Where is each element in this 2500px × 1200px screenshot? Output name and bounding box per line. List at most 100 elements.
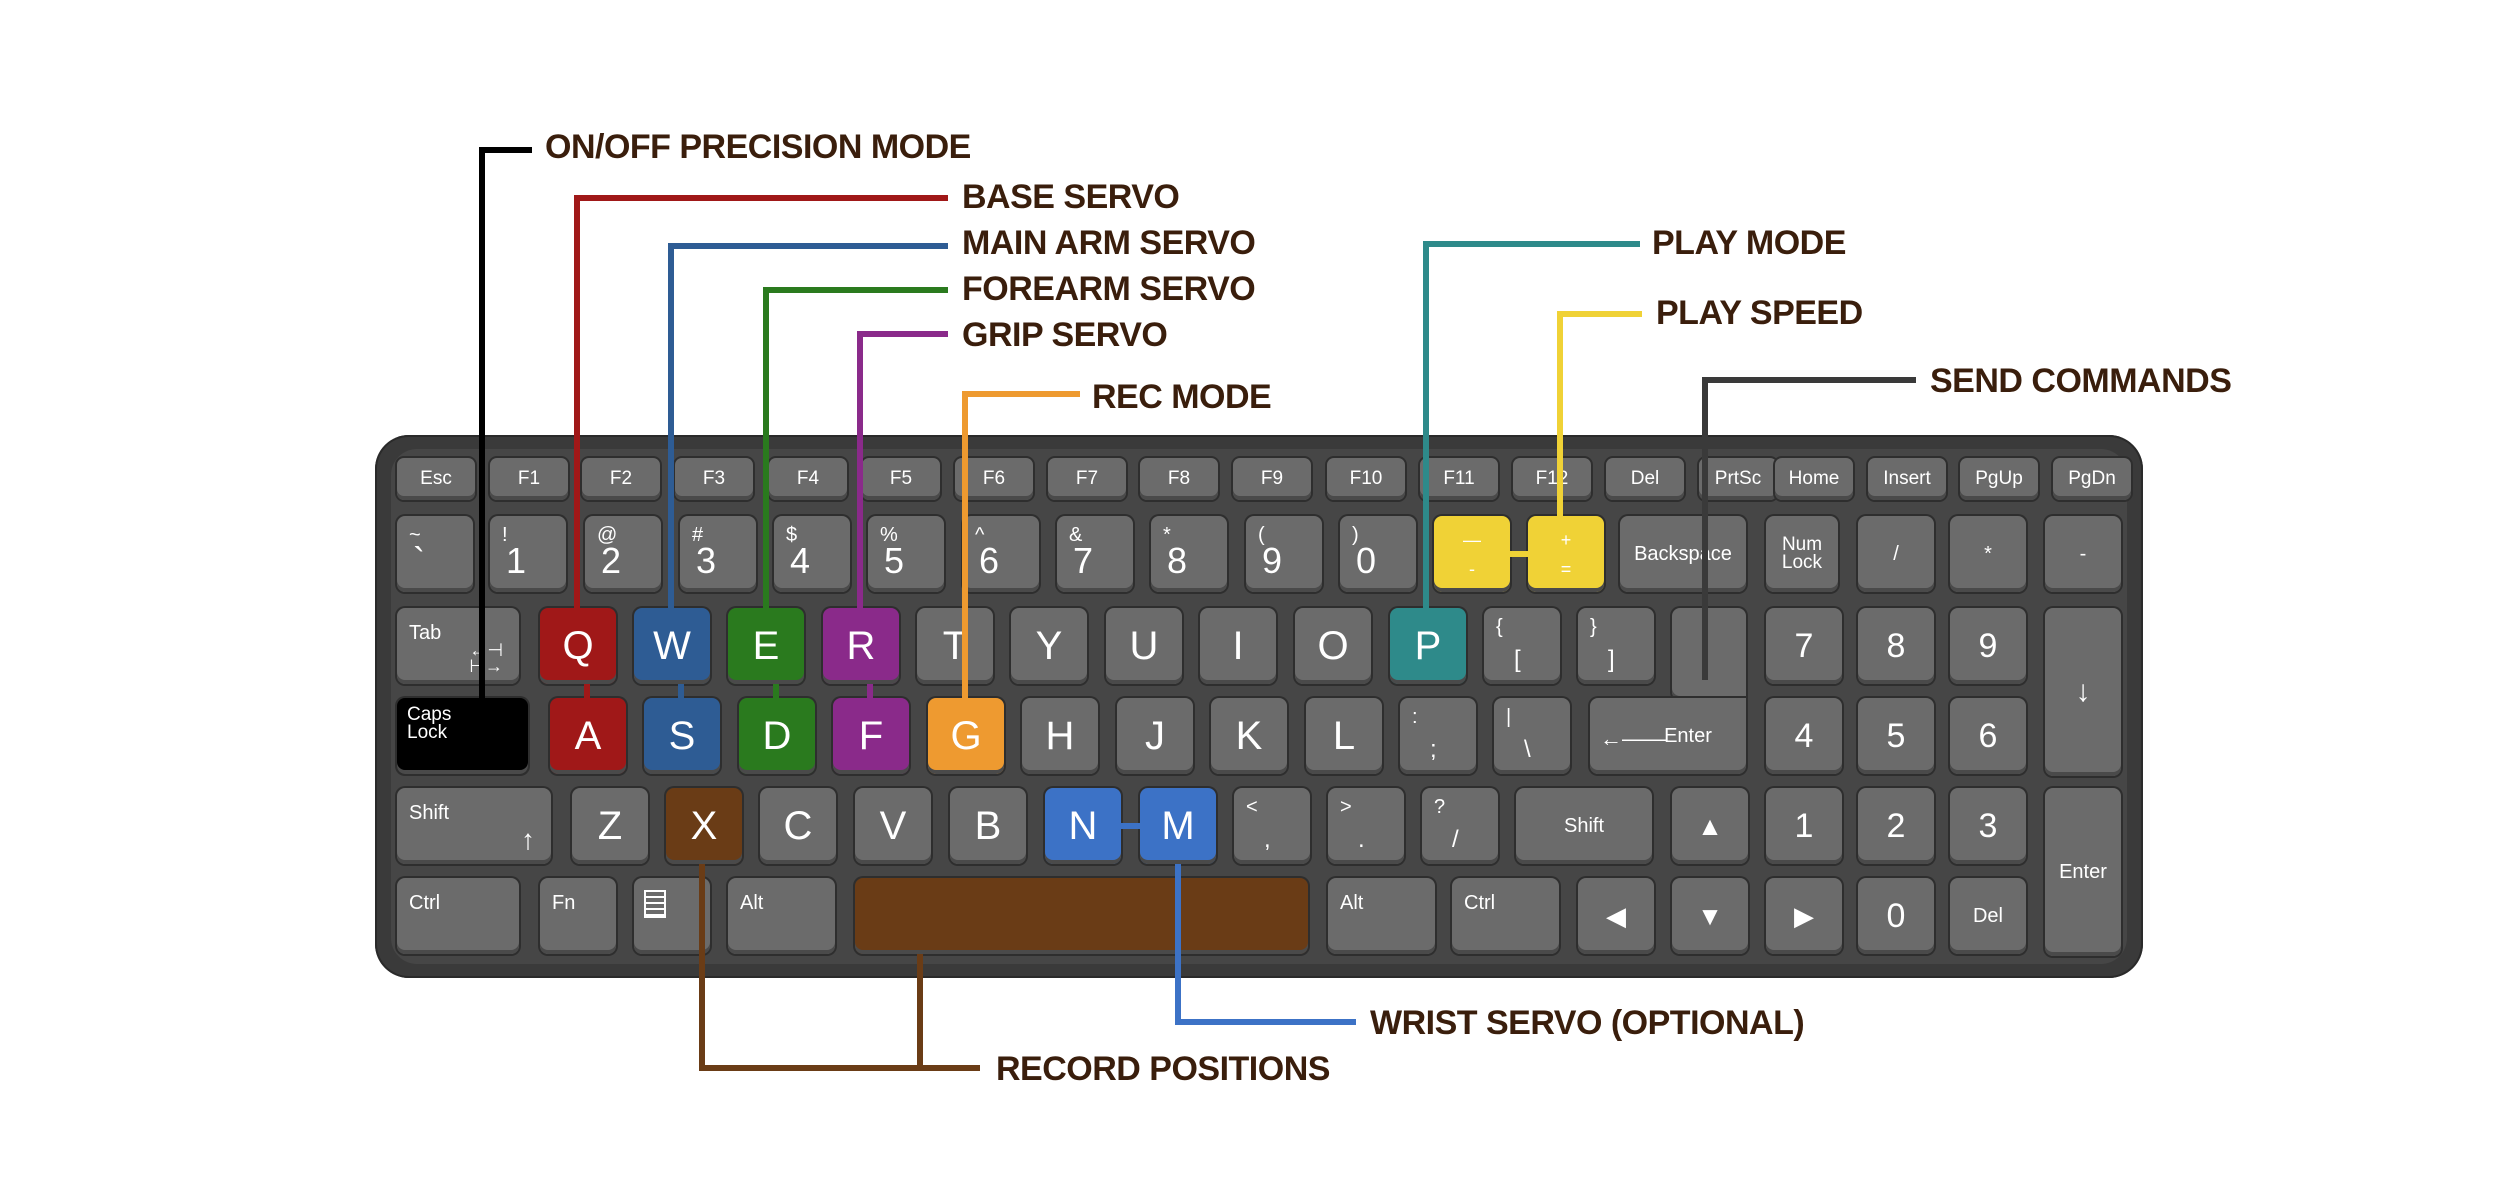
- enter-key[interactable]: [1672, 608, 1746, 700]
- key-=[interactable]: +=: [1528, 516, 1604, 592]
- key-o[interactable]: O: [1295, 608, 1371, 684]
- punct-key-z2[interactable]: ?/: [1422, 788, 1498, 864]
- numlock-key[interactable]: Num Lock: [1766, 516, 1838, 592]
- key-f[interactable]: F: [833, 698, 909, 774]
- numpad-key-2[interactable]: -: [2045, 516, 2121, 592]
- fkey-del[interactable]: Del: [1606, 458, 1684, 500]
- punct-key-z1[interactable]: >.: [1328, 788, 1404, 864]
- fn-key[interactable]: Fn: [540, 878, 616, 954]
- key-i[interactable]: I: [1200, 608, 1276, 684]
- fkey-f10[interactable]: F10: [1327, 458, 1405, 500]
- arrow-left-key[interactable]: ◀: [1578, 878, 1654, 954]
- fkey-f1[interactable]: F1: [490, 458, 568, 500]
- fkey-pgup[interactable]: PgUp: [1960, 458, 2038, 500]
- numpad-0[interactable]: 0: [1858, 878, 1934, 954]
- fkey-prtsc[interactable]: PrtSc: [1699, 458, 1777, 500]
- fkey-f12[interactable]: F12: [1513, 458, 1591, 500]
- numpad-4[interactable]: 4: [1766, 698, 1842, 774]
- numpad-key-0[interactable]: /: [1858, 516, 1934, 592]
- key-d[interactable]: D: [739, 698, 815, 774]
- numpad-down-key[interactable]: ↓: [2045, 608, 2121, 776]
- backspace-key[interactable]: Backspace: [1620, 516, 1746, 592]
- caps-lock-key[interactable]: Caps Lock: [397, 698, 528, 774]
- key-k[interactable]: K: [1211, 698, 1287, 774]
- numpad-2[interactable]: 2: [1858, 788, 1934, 864]
- key-j[interactable]: J: [1117, 698, 1193, 774]
- key-w[interactable]: W: [634, 608, 710, 684]
- key-p[interactable]: P: [1390, 608, 1466, 684]
- key-8[interactable]: *8: [1151, 516, 1227, 592]
- fkey-f11[interactable]: F11: [1420, 458, 1498, 500]
- fkey-insert[interactable]: Insert: [1868, 458, 1946, 500]
- key-9[interactable]: (9: [1246, 516, 1322, 592]
- key-5[interactable]: %5: [868, 516, 944, 592]
- numpad-3[interactable]: 3: [1950, 788, 2026, 864]
- fkey-f7[interactable]: F7: [1048, 458, 1126, 500]
- numpad-del[interactable]: Del: [1950, 878, 2026, 954]
- key--[interactable]: —-: [1434, 516, 1510, 592]
- key-6[interactable]: ^6: [963, 516, 1039, 592]
- fkey-f2[interactable]: F2: [582, 458, 660, 500]
- punct-key-z0[interactable]: <,: [1234, 788, 1310, 864]
- punct-key-0[interactable]: :;: [1400, 698, 1476, 774]
- key-2[interactable]: @2: [585, 516, 661, 592]
- space-bar[interactable]: [855, 878, 1308, 954]
- fkey-home[interactable]: Home: [1775, 458, 1853, 500]
- numpad-6[interactable]: 6: [1950, 698, 2026, 774]
- right-alt-key[interactable]: Alt: [1328, 878, 1435, 954]
- key-4[interactable]: $4: [774, 516, 850, 592]
- fkey-f5[interactable]: F5: [862, 458, 940, 500]
- numpad-7[interactable]: 7: [1766, 608, 1842, 684]
- key-n[interactable]: N: [1045, 788, 1121, 864]
- key-m[interactable]: M: [1140, 788, 1216, 864]
- bracket-key-0[interactable]: {[: [1484, 608, 1560, 684]
- key-e[interactable]: E: [728, 608, 804, 684]
- numpad-5[interactable]: 5: [1858, 698, 1934, 774]
- key-h[interactable]: H: [1022, 698, 1098, 774]
- key-g[interactable]: G: [928, 698, 1004, 774]
- fkey-f6[interactable]: F6: [955, 458, 1033, 500]
- key-s[interactable]: S: [644, 698, 720, 774]
- menu-key[interactable]: [634, 878, 710, 954]
- key-y[interactable]: Y: [1011, 608, 1087, 684]
- fkey-pgdn[interactable]: PgDn: [2053, 458, 2131, 500]
- fkey-f3[interactable]: F3: [675, 458, 753, 500]
- enter-key-lower[interactable]: Enter←——: [1590, 698, 1746, 774]
- left-shift-key[interactable]: Shift↑: [397, 788, 551, 864]
- key-r[interactable]: R: [823, 608, 899, 684]
- numpad-1[interactable]: 1: [1766, 788, 1842, 864]
- key-q[interactable]: Q: [540, 608, 616, 684]
- punct-key-1[interactable]: |\: [1494, 698, 1570, 774]
- numpad-key-1[interactable]: *: [1950, 516, 2026, 592]
- numpad-enter-key[interactable]: Enter: [2045, 788, 2121, 956]
- left-alt-key[interactable]: Alt: [728, 878, 835, 954]
- key-`[interactable]: ~`: [397, 516, 473, 592]
- key-a[interactable]: A: [550, 698, 626, 774]
- key-7[interactable]: &7: [1057, 516, 1133, 592]
- key-t[interactable]: T: [917, 608, 993, 684]
- fkey-esc[interactable]: Esc: [397, 458, 475, 500]
- fkey-f9[interactable]: F9: [1233, 458, 1311, 500]
- key-b[interactable]: B: [950, 788, 1026, 864]
- numpad-8[interactable]: 8: [1858, 608, 1934, 684]
- key-x[interactable]: X: [666, 788, 742, 864]
- tab-key[interactable]: Tab←⊣⊢→: [397, 608, 519, 684]
- key-l[interactable]: L: [1306, 698, 1382, 774]
- fkey-f4[interactable]: F4: [769, 458, 847, 500]
- bracket-key-1[interactable]: }]: [1578, 608, 1654, 684]
- fkey-f8[interactable]: F8: [1140, 458, 1218, 500]
- numpad-9[interactable]: 9: [1950, 608, 2026, 684]
- key-3[interactable]: #3: [680, 516, 756, 592]
- arrow-down-key[interactable]: ▼: [1672, 878, 1748, 954]
- arrow-up-key[interactable]: ▲: [1672, 788, 1748, 864]
- right-shift-key[interactable]: Shift: [1516, 788, 1652, 864]
- key-0[interactable]: )0: [1340, 516, 1416, 592]
- key-1[interactable]: !1: [490, 516, 566, 592]
- key-u[interactable]: U: [1106, 608, 1182, 684]
- right-ctrl-key[interactable]: Ctrl: [1452, 878, 1559, 954]
- key-v[interactable]: V: [855, 788, 931, 864]
- key-z[interactable]: Z: [572, 788, 648, 864]
- left-ctrl-key[interactable]: Ctrl: [397, 878, 519, 954]
- arrow-right-key[interactable]: ▶: [1766, 878, 1842, 954]
- key-c[interactable]: C: [760, 788, 836, 864]
